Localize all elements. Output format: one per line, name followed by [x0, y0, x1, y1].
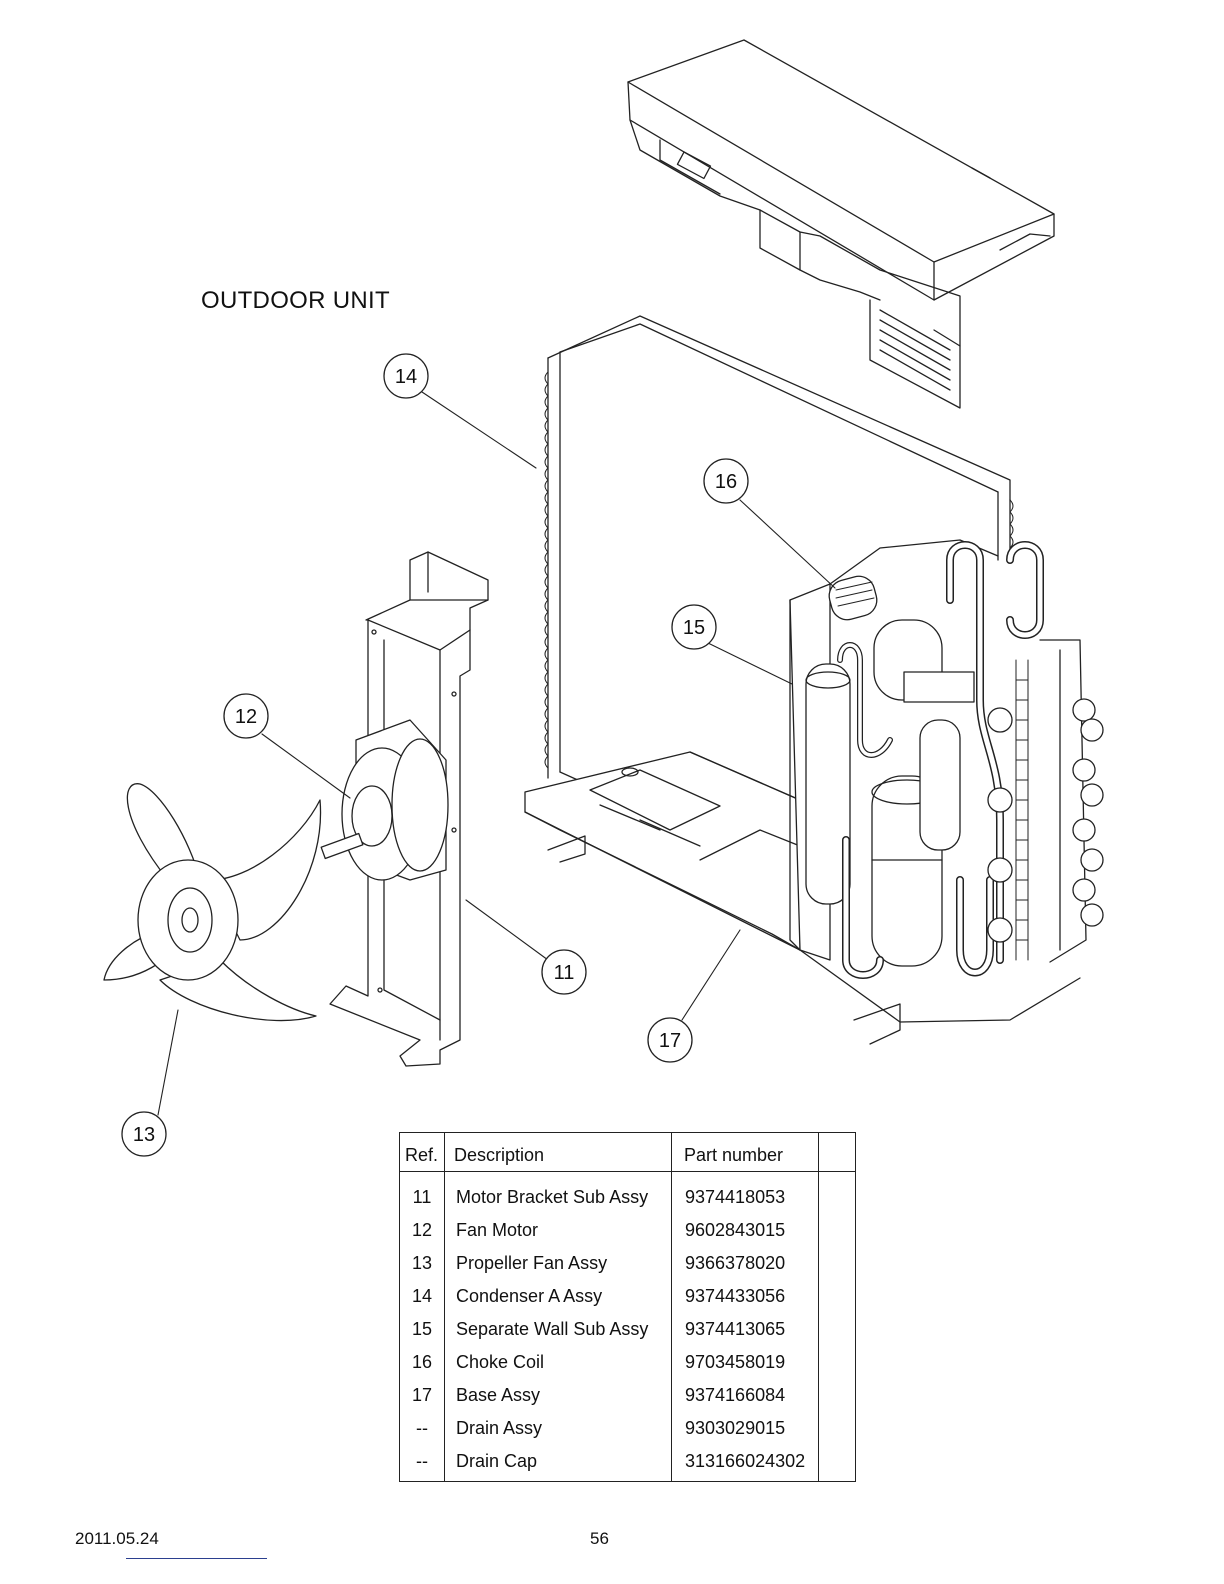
svg-text:14: 14: [395, 366, 417, 388]
table-row: 14 Condenser A Assy 9374433056: [400, 1286, 855, 1319]
table-row: 11 Motor Bracket Sub Assy 9374418053: [400, 1187, 855, 1220]
svg-text:15: 15: [683, 617, 705, 639]
svg-text:16: 16: [715, 471, 737, 493]
table-row: 12 Fan Motor 9602843015: [400, 1220, 855, 1253]
footer-date: 2011.05.24: [75, 1529, 159, 1548]
table-row: -- Drain Cap 313166024302: [400, 1451, 855, 1484]
header-ref: Ref.: [405, 1145, 439, 1165]
row-part-number: 9303029015: [685, 1418, 786, 1438]
callout-13: 13: [121, 1111, 167, 1157]
row-description: Base Assy: [456, 1385, 541, 1405]
row-description: Fan Motor: [456, 1220, 539, 1240]
svg-text:11: 11: [554, 962, 575, 984]
row-ref: --: [416, 1418, 428, 1438]
row-ref: --: [416, 1451, 428, 1471]
callout-15: 15: [671, 604, 717, 650]
table-row: 13 Propeller Fan Assy 9366378020: [400, 1253, 855, 1286]
table-row: 17 Base Assy 9374166084: [400, 1385, 855, 1418]
row-part-number: 9703458019: [685, 1352, 786, 1372]
compressor-and-piping: [805, 541, 1104, 979]
row-part-number: 313166024302: [685, 1451, 806, 1471]
row-description: Condenser A Assy: [456, 1286, 603, 1306]
row-ref: 15: [411, 1319, 433, 1339]
propeller-fan: [103, 783, 322, 1022]
callout-14: 14: [383, 353, 429, 399]
page-number: 56: [590, 1529, 609, 1548]
row-description: Drain Cap: [456, 1451, 538, 1471]
choke-coil: [828, 575, 878, 621]
row-part-number: 9602843015: [685, 1220, 786, 1240]
row-description: Propeller Fan Assy: [456, 1253, 608, 1273]
row-part-number: 9366378020: [685, 1253, 786, 1273]
row-part-number: 9374433056: [685, 1286, 786, 1306]
leader-lines: [157, 391, 836, 1116]
table-row: 15 Separate Wall Sub Assy 9374413065: [400, 1319, 855, 1352]
row-ref: 11: [412, 1187, 432, 1207]
row-description: Separate Wall Sub Assy: [456, 1319, 649, 1339]
header-description: Description: [454, 1145, 545, 1165]
table-row: 16 Choke Coil 9703458019: [400, 1352, 855, 1385]
row-ref: 14: [411, 1286, 433, 1306]
row-description: Motor Bracket Sub Assy: [456, 1187, 649, 1207]
row-ref: 12: [411, 1220, 433, 1240]
footer-rule: [126, 1558, 267, 1559]
base-pan: [524, 751, 1081, 1045]
callout-11: 11: [541, 949, 587, 995]
row-description: Choke Coil: [456, 1352, 545, 1372]
parts-table: Ref. Description Part number 11 Motor Br…: [399, 1132, 856, 1482]
page-title: OUTDOOR UNIT: [201, 287, 390, 314]
svg-text:12: 12: [235, 706, 257, 728]
row-part-number: 9374166084: [685, 1385, 786, 1405]
control-box: [627, 39, 1055, 409]
row-part-number: 9374418053: [685, 1187, 786, 1207]
svg-text:17: 17: [659, 1030, 681, 1052]
header-part-number: Part number: [684, 1145, 784, 1165]
fan-motor: [320, 719, 449, 881]
table-row: -- Drain Assy 9303029015: [400, 1418, 855, 1451]
row-ref: 17: [411, 1385, 433, 1405]
svg-text:13: 13: [133, 1124, 155, 1146]
row-ref: 16: [411, 1352, 433, 1372]
row-part-number: 9374413065: [685, 1319, 786, 1339]
callout-12: 12: [223, 693, 269, 739]
callout-16: 16: [703, 458, 749, 504]
callout-17: 17: [647, 1017, 693, 1063]
row-ref: 13: [411, 1253, 433, 1273]
row-description: Drain Assy: [456, 1418, 543, 1438]
